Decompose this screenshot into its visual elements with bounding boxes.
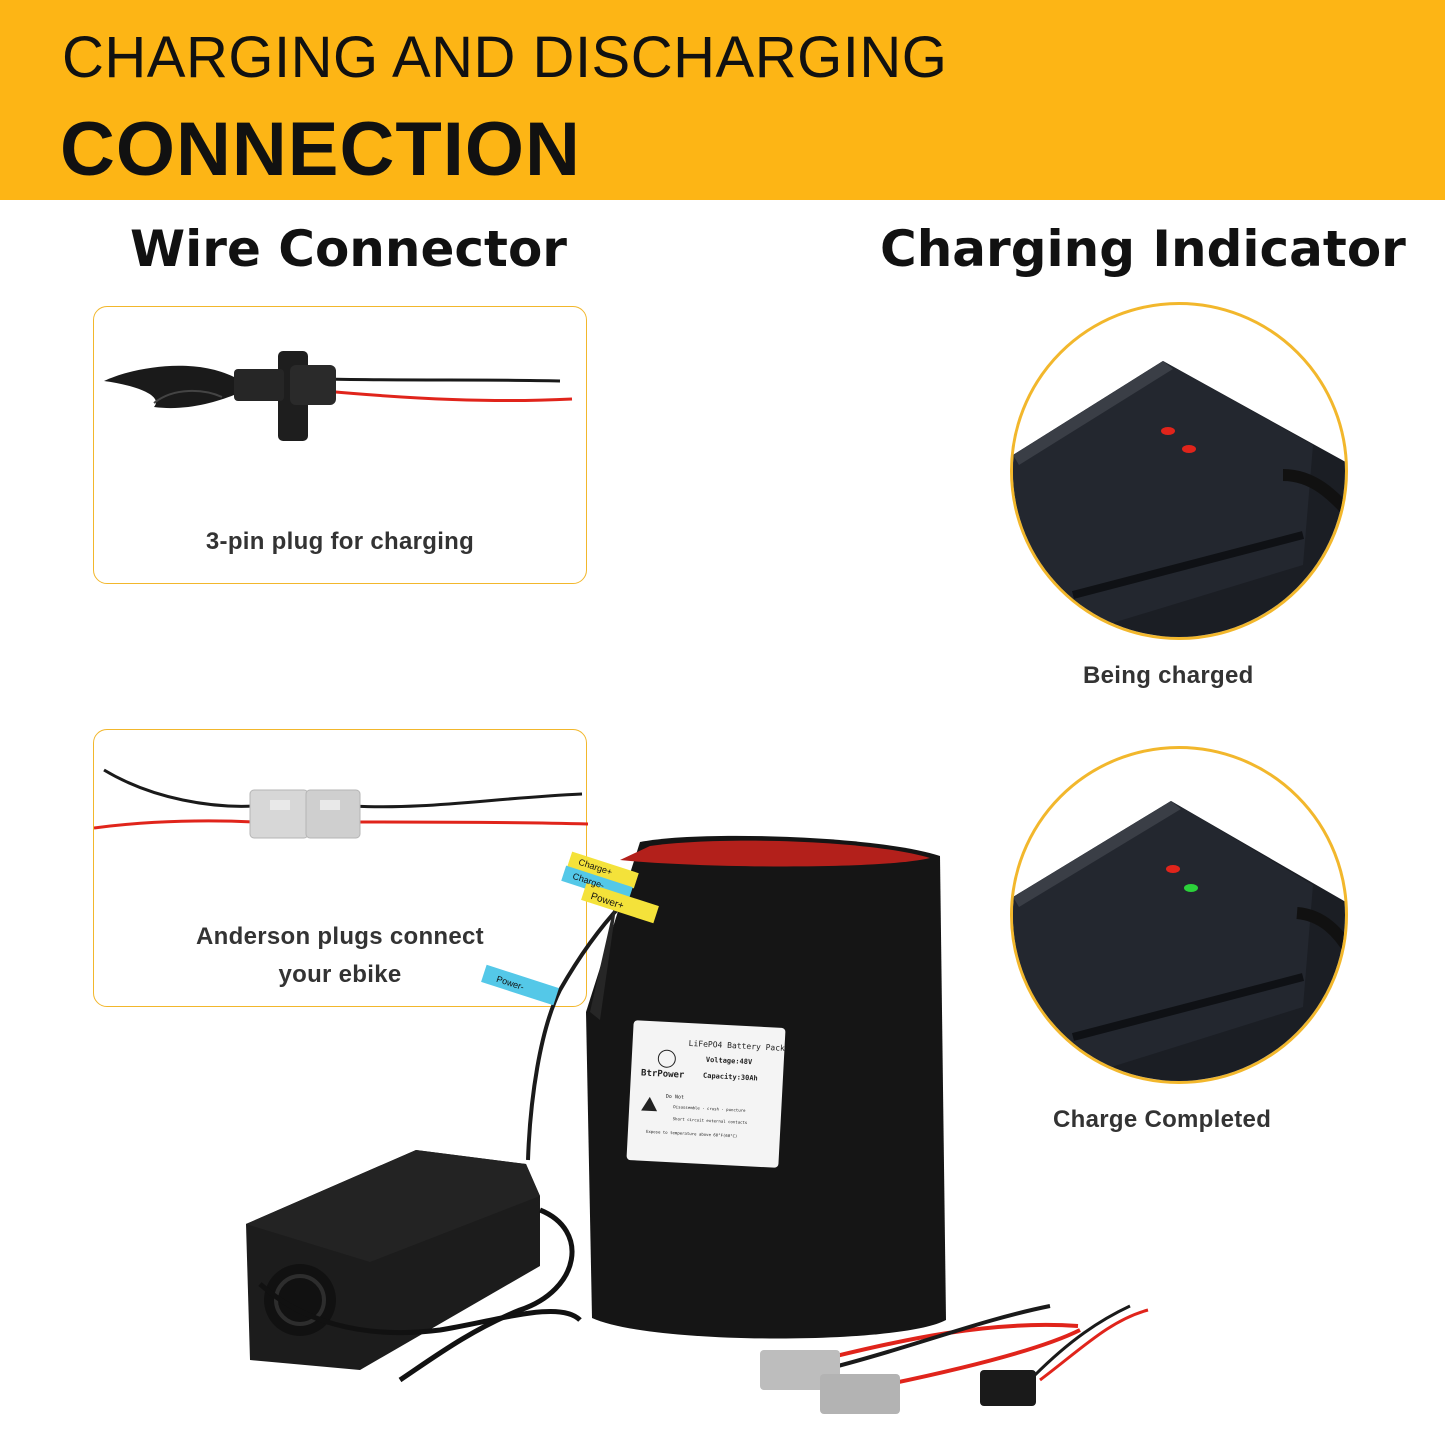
led-bottom — [1184, 884, 1198, 892]
charger-closeup-image — [1013, 361, 1345, 637]
warning-title: Do Not — [665, 1093, 685, 1101]
header-banner: CHARGING AND DISCHARGING CONNECTION — [0, 0, 1445, 200]
charger-closeup-complete-image — [1013, 801, 1345, 1081]
charging-indicator-title: Charging Indicator — [880, 220, 1406, 278]
anderson-caption-line2: your ebike — [278, 961, 402, 988]
anderson-plug-card: Anderson plugs connect your ebike — [93, 729, 588, 1007]
tag-power-plus: Power+ — [589, 890, 626, 913]
indicator-complete-circle — [1010, 746, 1348, 1084]
led-top — [1161, 427, 1175, 435]
warning-line-1: Disassemble · crush · puncture — [673, 1104, 746, 1113]
warning-line-2: Short circuit external contacts — [672, 1116, 748, 1126]
charge-plug-caption: 3-pin plug for charging — [205, 528, 475, 555]
battery-label: LiFePO4 Battery Pack BtrPower Voltage:48… — [635, 1026, 786, 1163]
led-top — [1166, 865, 1180, 873]
indicator-charging-circle — [1010, 302, 1348, 640]
three-pin-plug-image — [104, 351, 573, 441]
charge-plug-card: 3-pin plug for charging — [93, 306, 587, 584]
brand-logo-icon — [657, 1049, 677, 1069]
battery-product-text: LiFePO4 Battery Pack — [688, 1038, 786, 1053]
anderson-plug-image — [94, 768, 588, 839]
charge-completed-caption: Charge Completed — [1053, 1106, 1272, 1133]
warning-line-3: Expose to temperature above 60°F(60°C) — [645, 1128, 738, 1139]
battery-brand: BtrPower — [640, 1068, 685, 1081]
anderson-caption-line1: Anderson plugs connect — [196, 923, 484, 950]
wire-connector-title: Wire Connector — [130, 220, 567, 278]
led-bottom — [1182, 445, 1196, 453]
battery-voltage: Voltage:48V — [705, 1055, 753, 1067]
battery-capacity: Capacity:30Ah — [702, 1071, 758, 1083]
header-title-line1: CHARGING AND DISCHARGING — [62, 25, 948, 90]
being-charged-caption: Being charged — [1083, 662, 1254, 689]
header-title-line2: CONNECTION — [60, 107, 581, 192]
warning-icon — [641, 1096, 658, 1112]
